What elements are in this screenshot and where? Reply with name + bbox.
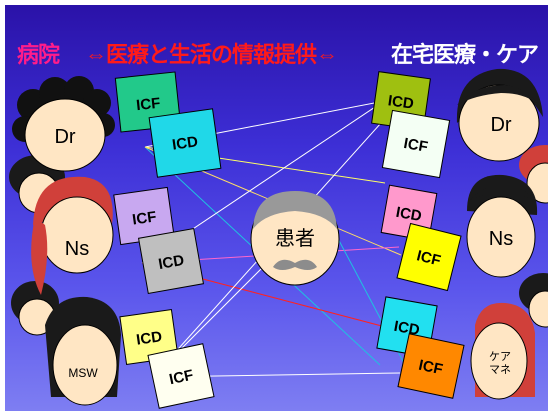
card-front: ICF bbox=[147, 343, 215, 409]
title-home-care: 在宅医療・ケア bbox=[391, 42, 539, 67]
role-label-dr: Dr bbox=[54, 126, 75, 148]
right-care-manager-person: ケアマネ bbox=[470, 302, 535, 400]
svg-text:ICF: ICF bbox=[415, 247, 443, 269]
svg-text:ICF: ICF bbox=[168, 367, 195, 389]
patient-mustache bbox=[273, 259, 317, 270]
svg-text:ICF: ICF bbox=[402, 135, 429, 156]
role-label-dr: Dr bbox=[490, 114, 511, 136]
patient-hair bbox=[253, 191, 337, 229]
person-face bbox=[458, 84, 540, 162]
left-msw-cards: ICD ICF bbox=[119, 309, 215, 409]
left-ns-cards: ICF ICD bbox=[113, 186, 205, 295]
title-info-exchange: ⇔医療と生活の情報提供⇔ bbox=[85, 42, 338, 67]
svg-text:ICD: ICD bbox=[171, 133, 199, 153]
left-msw-person: MSW bbox=[45, 296, 121, 406]
left-dr-person: Dr bbox=[12, 76, 115, 172]
person-face bbox=[470, 322, 528, 400]
right-care-manager-cards: ICD ICF bbox=[376, 296, 465, 399]
person-face bbox=[24, 98, 106, 172]
right-dr-cards: ICD ICF bbox=[371, 71, 451, 179]
role-label-care-manager: ケアマネ bbox=[489, 350, 511, 376]
role-label-ns: Ns bbox=[65, 238, 89, 260]
svg-text:ICD: ICD bbox=[393, 318, 422, 339]
patient-person: 患者 bbox=[250, 191, 340, 286]
person-face bbox=[528, 290, 548, 328]
right-background-people bbox=[519, 145, 548, 328]
diagram-scene: Dr Ns MSW bbox=[9, 68, 548, 409]
svg-text:ICD: ICD bbox=[387, 92, 415, 112]
person-hair bbox=[31, 217, 48, 295]
person-face bbox=[40, 196, 114, 274]
person-face bbox=[466, 196, 536, 278]
svg-text:ICF: ICF bbox=[135, 95, 161, 114]
left-ns-person: Ns bbox=[31, 176, 114, 295]
person-hair bbox=[33, 176, 113, 241]
slide-background: Dr Ns MSW bbox=[5, 5, 548, 411]
right-dr-person: Dr bbox=[456, 68, 543, 162]
title-hospital: 病院 bbox=[17, 42, 60, 67]
card-front: ICF bbox=[397, 333, 465, 399]
role-label-msw: MSW bbox=[68, 366, 98, 380]
svg-text:ICF: ICF bbox=[417, 357, 444, 379]
patient-label: 患者 bbox=[275, 227, 315, 250]
card-front: ICD bbox=[137, 227, 205, 295]
svg-text:ICD: ICD bbox=[135, 328, 163, 348]
svg-text:ICD: ICD bbox=[395, 204, 424, 225]
left-dr-cards: ICF ICD bbox=[114, 71, 222, 178]
role-label-ns: Ns bbox=[489, 228, 513, 250]
person-hair bbox=[457, 85, 539, 105]
card-back: ICD bbox=[119, 309, 179, 365]
person-face bbox=[52, 324, 118, 406]
svg-text:ICD: ICD bbox=[157, 252, 186, 273]
card-front: ICF bbox=[396, 222, 462, 292]
card-front: ICF bbox=[381, 109, 451, 179]
right-ns-person: Ns bbox=[466, 174, 538, 278]
right-ns-cards: ICD ICF bbox=[380, 184, 462, 292]
svg-text:ICF: ICF bbox=[131, 208, 157, 228]
person-hair bbox=[469, 185, 535, 201]
card-front: ICD bbox=[148, 108, 222, 178]
